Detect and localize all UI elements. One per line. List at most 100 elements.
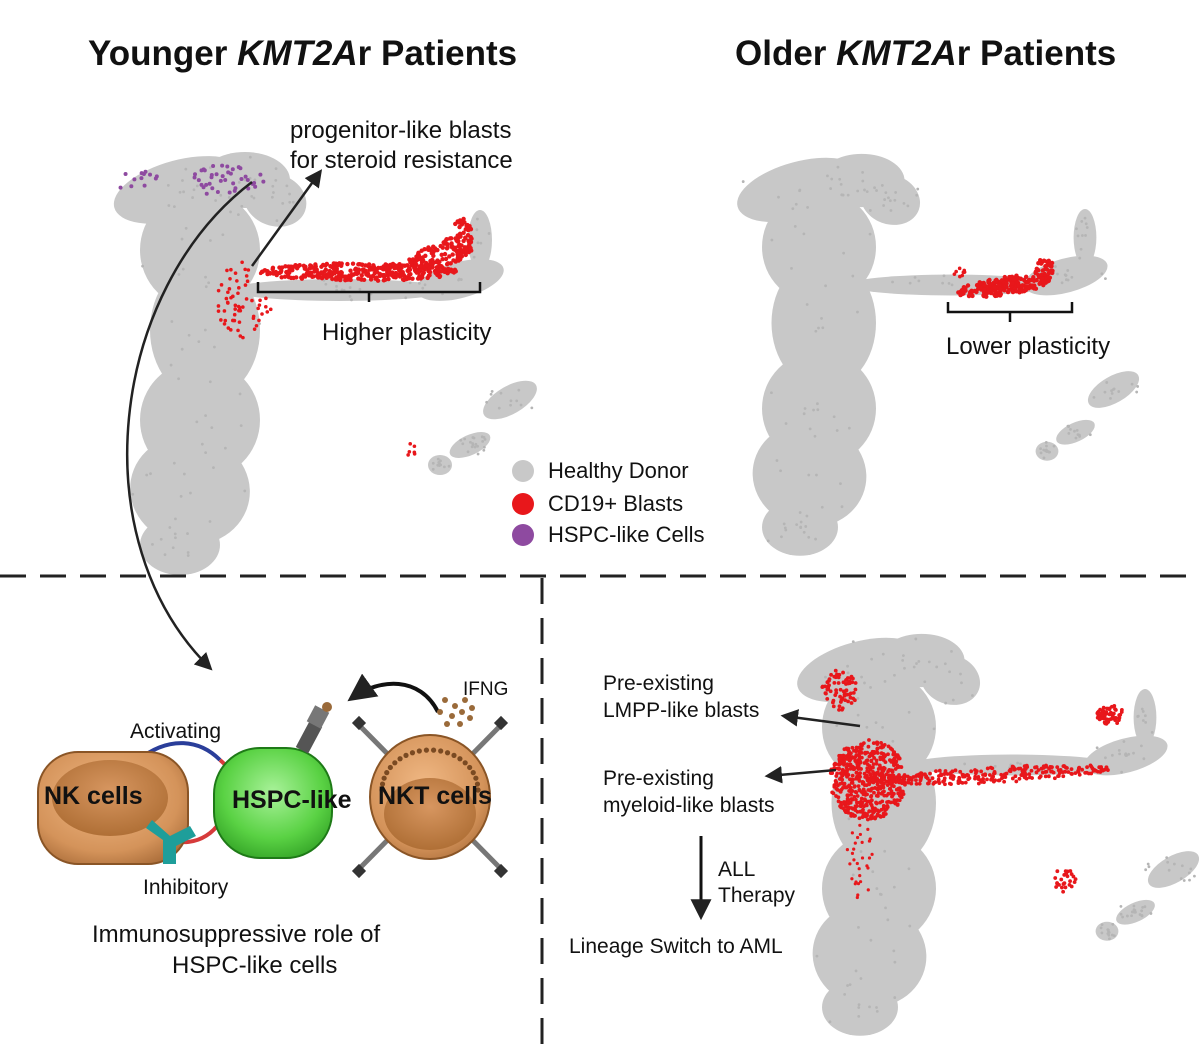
cell-point <box>250 298 254 303</box>
cell-point <box>237 308 241 313</box>
cell-point <box>409 261 415 266</box>
cell-point <box>201 185 206 190</box>
cell-point <box>1008 767 1013 772</box>
cell-point <box>429 250 434 256</box>
inhibitory-receptor <box>146 820 196 864</box>
cell-point <box>855 762 860 767</box>
cell-point <box>1010 289 1016 295</box>
cell-point <box>468 234 473 240</box>
cell-point <box>842 801 847 805</box>
cell-point <box>237 320 242 324</box>
cell-point <box>244 297 249 301</box>
cell-point <box>829 672 834 677</box>
cell-point <box>1063 885 1068 890</box>
cell-point <box>192 175 197 180</box>
cell-point <box>846 681 851 686</box>
cell-point <box>207 181 212 186</box>
cell-point <box>855 861 859 866</box>
cell-point <box>228 276 232 281</box>
cell-point <box>833 668 838 673</box>
cell-point <box>1089 764 1094 769</box>
cell-point <box>1076 768 1081 773</box>
cell-point <box>878 757 883 762</box>
cell-point <box>360 267 366 272</box>
cell-point <box>348 268 353 273</box>
cell-point <box>1064 871 1069 876</box>
cell-point <box>390 261 396 267</box>
cell-point <box>371 263 376 268</box>
cell-point <box>886 744 891 749</box>
cell-point <box>1055 765 1060 770</box>
cell-point <box>384 266 389 271</box>
cell-point <box>1046 774 1051 779</box>
cell-point <box>858 832 862 837</box>
cell-point <box>458 234 463 239</box>
hspc-like-label: HSPC-like <box>232 786 352 814</box>
cell-point <box>847 758 852 763</box>
cell-point <box>893 780 898 784</box>
cell-point <box>1119 708 1124 712</box>
cell-point <box>404 276 409 282</box>
cell-point <box>850 831 854 835</box>
cell-point <box>851 676 855 681</box>
cell-point <box>1071 874 1076 879</box>
cell-point <box>230 167 235 172</box>
cell-point <box>892 756 897 761</box>
cell-point <box>1033 765 1037 770</box>
cell-point <box>847 692 852 697</box>
cell-point <box>233 271 238 275</box>
cell-point <box>378 272 384 277</box>
cell-point <box>982 287 987 292</box>
cell-point <box>958 291 964 296</box>
cell-point <box>845 848 849 852</box>
cell-point <box>853 841 857 845</box>
cell-point <box>875 794 880 798</box>
ifng-particles <box>437 697 475 727</box>
cell-point <box>440 245 445 250</box>
cell-point <box>299 276 305 281</box>
umap-region <box>140 515 220 575</box>
cell-point <box>1108 712 1113 717</box>
cell-point <box>914 782 919 786</box>
cell-point <box>1069 767 1074 772</box>
cell-point <box>982 780 986 785</box>
cell-point <box>885 803 890 808</box>
cell-point <box>982 282 987 288</box>
cell-point <box>1109 704 1114 709</box>
cell-interaction-illustration <box>37 697 509 879</box>
cell-point <box>854 880 858 884</box>
cell-point <box>1072 880 1077 885</box>
cell-point <box>875 746 880 751</box>
cell-point <box>226 170 231 175</box>
cell-point <box>148 172 153 177</box>
cell-point <box>875 751 880 755</box>
cell-point <box>881 758 886 762</box>
cell-point <box>859 804 864 809</box>
cell-point <box>361 277 367 283</box>
cell-point <box>1022 772 1027 777</box>
cell-point <box>919 773 924 778</box>
cell-point <box>943 769 948 773</box>
lmpp-arrow <box>780 709 861 728</box>
cell-point <box>858 759 863 764</box>
cell-point <box>875 770 880 775</box>
cell-point <box>294 266 300 271</box>
cell-point <box>868 801 873 806</box>
cell-point <box>1026 285 1031 290</box>
cell-point <box>850 764 855 769</box>
cell-point <box>1099 766 1104 771</box>
cell-point <box>210 186 215 191</box>
cell-point <box>1027 772 1032 777</box>
cell-point <box>976 781 981 786</box>
cell-point <box>860 808 865 813</box>
cell-point <box>1023 274 1029 280</box>
cell-point <box>831 791 836 796</box>
cell-point <box>886 775 891 780</box>
cell-point <box>888 780 893 784</box>
cell-point <box>1018 276 1024 282</box>
cell-point <box>324 261 330 267</box>
cell-point <box>923 772 927 777</box>
cell-point <box>412 444 417 449</box>
cell-point <box>1110 716 1115 721</box>
cell-point <box>887 758 892 763</box>
